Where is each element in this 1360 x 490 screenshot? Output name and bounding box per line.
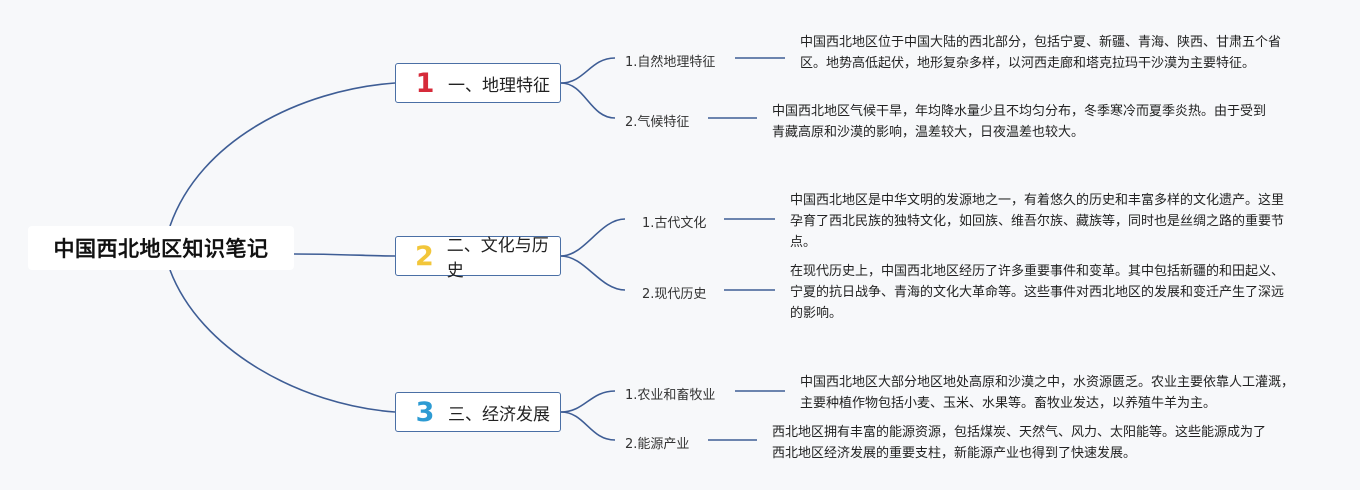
branch-title-geography: 一、地理特征 (448, 75, 550, 96)
description-climate: 中国西北地区气候干旱，年均降水量少且不均匀分布，冬季寒冷而夏季炎热。由于受到青藏… (772, 104, 1267, 140)
root-topic-label: 中国西北地区知识笔记 (53, 237, 269, 261)
connector-branch-2-sub-1 (560, 218, 626, 257)
branch-economy[interactable]: 3 三、经济发展 (395, 392, 561, 432)
subtopic-agriculture[interactable]: 1.农业和畜牧业 (625, 388, 716, 403)
connector-root-branch-2 (293, 253, 396, 257)
branch-title-culture-history: 二、文化与历史 (446, 236, 549, 281)
branch-number-2: 2 (414, 240, 434, 272)
subtopic-natural-geography[interactable]: 1.自然地理特征 (625, 55, 716, 70)
connector-branch-3-sub-1 (560, 390, 616, 413)
subtopic-modern-history[interactable]: 2.现代历史 (642, 287, 707, 302)
connector-root-branch-3 (169, 269, 396, 413)
branch-number-1: 1 (415, 67, 435, 99)
description-natural-geography: 中国西北地区位于中国大陆的西北部分，包括宁夏、新疆、青海、陕西、甘肃五个省区。地… (800, 35, 1282, 71)
subtopic-energy[interactable]: 2.能源产业 (625, 437, 690, 452)
connector-branch-3-sub-2 (560, 411, 616, 441)
connector-root-branch-1 (169, 82, 396, 227)
connector-branch-1-sub-2 (560, 82, 616, 119)
description-agriculture: 中国西北地区大部分地区地处高原和沙漠之中，水资源匮乏。农业主要依靠人工灌溉，主要… (800, 375, 1295, 411)
subtopic-ancient-culture[interactable]: 1.古代文化 (642, 216, 707, 231)
description-ancient-culture: 中国西北地区是中华文明的发源地之一，有着悠久的历史和丰富多样的文化遗产。这里孕育… (790, 193, 1285, 250)
root-topic[interactable]: 中国西北地区知识笔记 (28, 226, 294, 270)
description-modern-history: 在现代历史上，中国西北地区经历了许多重要事件和变革。其中包括新疆的和田起义、宁夏… (790, 264, 1285, 321)
branch-culture-history[interactable]: 2 二、文化与历史 (395, 236, 561, 281)
description-energy: 西北地区拥有丰富的能源资源，包括煤炭、天然气、风力、太阳能等。这些能源成为了西北… (772, 425, 1267, 461)
branch-geography[interactable]: 1 一、地理特征 (395, 63, 561, 103)
branch-number-3: 3 (415, 396, 435, 428)
branch-title-economy: 三、经济发展 (448, 404, 550, 425)
connector-branch-2-sub-2 (560, 255, 626, 291)
connector-branch-1-sub-1 (560, 57, 616, 84)
subtopic-climate[interactable]: 2.气候特征 (625, 115, 690, 130)
